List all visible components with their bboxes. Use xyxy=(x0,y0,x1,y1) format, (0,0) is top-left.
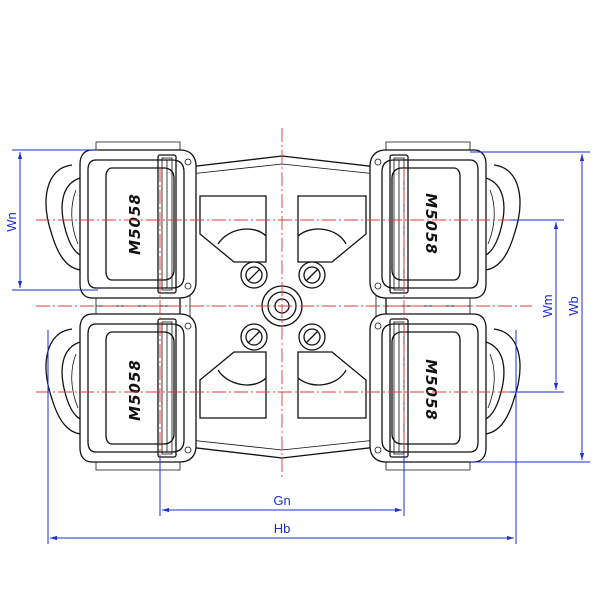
dimension-wb-label: Wb xyxy=(566,296,581,316)
dimension-hb-label: Hb xyxy=(274,521,291,536)
mounting-bolts xyxy=(240,261,326,351)
bolt-top-left xyxy=(240,261,268,289)
module-label-top-right: M5058 xyxy=(422,193,440,255)
dimension-wm-label: Wm xyxy=(540,294,555,317)
dimension-hb: Hb xyxy=(47,330,517,544)
module-label-top-left: M5058 xyxy=(126,193,144,255)
bolt-bottom-left xyxy=(240,323,268,351)
module-label-bottom-right: M5058 xyxy=(422,359,440,421)
bolt-bottom-right xyxy=(298,323,326,351)
dimension-wm: Wm xyxy=(510,219,564,393)
dimension-wn-label: Wn xyxy=(4,212,19,232)
module-top-left: M5058 xyxy=(45,141,197,307)
dimension-wb: Wb xyxy=(470,151,590,463)
module-label-bottom-left: M5058 xyxy=(126,359,144,421)
centerlines xyxy=(36,128,532,478)
dimension-wn: Wn xyxy=(4,149,98,291)
module-bottom-left: M5058 xyxy=(45,305,197,471)
dimension-gn-label: Gn xyxy=(273,493,290,508)
module-bottom-right: M5058 xyxy=(369,305,521,471)
bolt-top-right xyxy=(298,261,326,289)
dimension-gn: Gn xyxy=(159,456,405,516)
module-top-right: M5058 xyxy=(369,141,521,307)
